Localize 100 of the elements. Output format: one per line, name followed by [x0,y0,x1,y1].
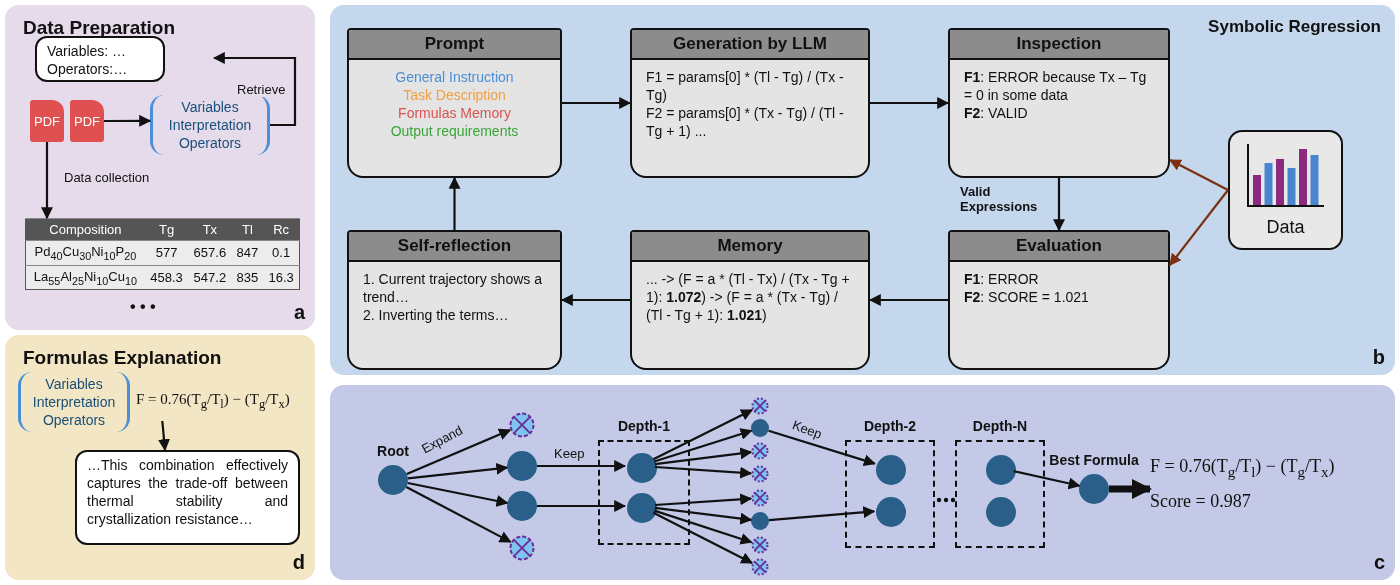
card-text: 2. Inverting the terms… [362,306,510,324]
group-label: Depth-2 [862,418,918,434]
formula-text: F = 0.76(T$_{g}$/T$_{l}$) − (T$_{g}$/T$_{x}$) [136,391,291,412]
arrow [1013,470,1081,490]
pruned-node [509,535,535,561]
pruned-node [751,442,769,460]
panel-letter: c [1373,551,1385,574]
tree-node [627,453,657,483]
card-text: F1 = params[0] * (Tl - Tg) / (Tx - Tg) [645,68,845,104]
card-header: Generation by LLM [632,30,868,60]
arrow [768,429,876,467]
pruned-node [509,412,535,438]
process-card [630,28,870,178]
tree-node [876,497,906,527]
card-header: Self-reflection [349,232,560,262]
arrow [654,506,753,525]
more-rows-ellipsis: • • • [130,298,156,316]
arrow [1169,189,1229,266]
tree-node [627,493,657,523]
arrow [158,420,170,452]
table-cell: 0.1 [263,240,300,266]
tree-node [986,455,1016,485]
arrow [654,465,753,479]
panel-letter: b [1372,346,1385,369]
card-header: Evaluation [950,232,1168,262]
tree-node [507,491,537,521]
speech-bubble: Variables: … Operators:… [35,36,165,82]
arrow [1053,178,1065,232]
panel-letter: a [293,301,305,324]
arrow [868,294,948,306]
edge-label: Keep [552,446,587,461]
card-text: 1. Current trajectory shows a trend… [362,270,543,306]
table-header-cell: Tl [231,218,264,241]
card-text: F2: SCORE = 1.021 [963,288,1090,306]
panel [5,5,315,330]
table-cell: La$_{55}$Al$_{25}$Ni$_{10}$Cu$_{10}$ [25,265,145,290]
arrow [104,114,152,127]
arrow [654,493,753,507]
table-cell: 577 [144,240,189,266]
card-header: Prompt [349,30,560,60]
pruned-node [751,489,769,507]
panel [330,5,1395,375]
edge-label: Keep [789,416,825,443]
card-text: F2: VALID [963,104,1029,122]
process-card [948,28,1170,178]
arrow [41,142,53,220]
process-card [347,230,562,370]
tree-node [986,497,1016,527]
speech-bubble: …This combination effectively captures the trade-off between thermal stability and crystallization resistance… [75,450,300,545]
table-header-cell: Tg [144,218,189,241]
card-label: Data [1265,217,1306,238]
arrow [406,428,512,476]
card-header: Inspection [950,30,1168,60]
arrow [652,511,754,564]
process-card [630,230,870,370]
arrow [653,509,753,545]
card-header: Memory [632,232,868,262]
tree-node [751,419,769,437]
arrow [1168,159,1229,191]
group-label: Depth-N [971,418,1029,434]
table-header-cell: Composition [25,218,145,241]
arrow [537,500,627,512]
score-text: Score = 0.987 [1150,490,1252,512]
card-text: F1: ERROR [963,270,1040,288]
process-card [948,230,1170,370]
table-cell: 657.6 [188,240,232,266]
arrow [405,486,512,543]
arrow [560,294,630,306]
panel-title: Data Preparation [23,17,176,39]
pdf-file-icon: PDF [70,100,104,142]
card-text: F2 = params[0] * (Tx - Tg) / (Tl - Tg + 1) ... [645,104,845,140]
edge-label: Retrieve [235,82,288,97]
panel-letter: d [292,551,305,574]
arrow [768,506,876,522]
card-text: Task Description [402,86,507,104]
thick-arrow [1109,479,1152,499]
data-card [1228,130,1343,250]
arrow [212,52,297,127]
pruned-node [751,558,769,576]
pruned-node [751,465,769,483]
process-card [347,28,562,178]
table-header-cell: Tx [188,218,232,241]
table-cell: 458.3 [144,265,189,290]
card-text: Output requirements [389,122,520,140]
tree-node [751,512,769,530]
arrow [654,447,753,466]
card-text: General Instruction [394,68,515,86]
card-text: Formulas Memory [397,104,512,122]
panel-title: Formulas Explanation [23,347,222,369]
group-label: Depth-1 [616,418,672,434]
panel [330,385,1395,580]
table-cell: Pd$_{40}$Cu$_{30}$Ni$_{10}$P$_{20}$ [25,240,145,266]
pruned-node [751,536,769,554]
arrow [870,97,950,109]
pruned-node [751,397,769,415]
card-text: ... -> (F = a * (Tl - Tx) / (Tx - Tg + 1): 1.072) -> (F = a * (Tx - Tg) / (Tl - Tg + 1): 1.021) [645,270,851,324]
tree-node [507,451,537,481]
arrow [407,481,509,507]
formula-text: F = 0.76(T$_{g}$/T$_{l}$) − (T$_{g}$/T$_{x}$) [1150,456,1336,481]
arrow [562,97,632,109]
